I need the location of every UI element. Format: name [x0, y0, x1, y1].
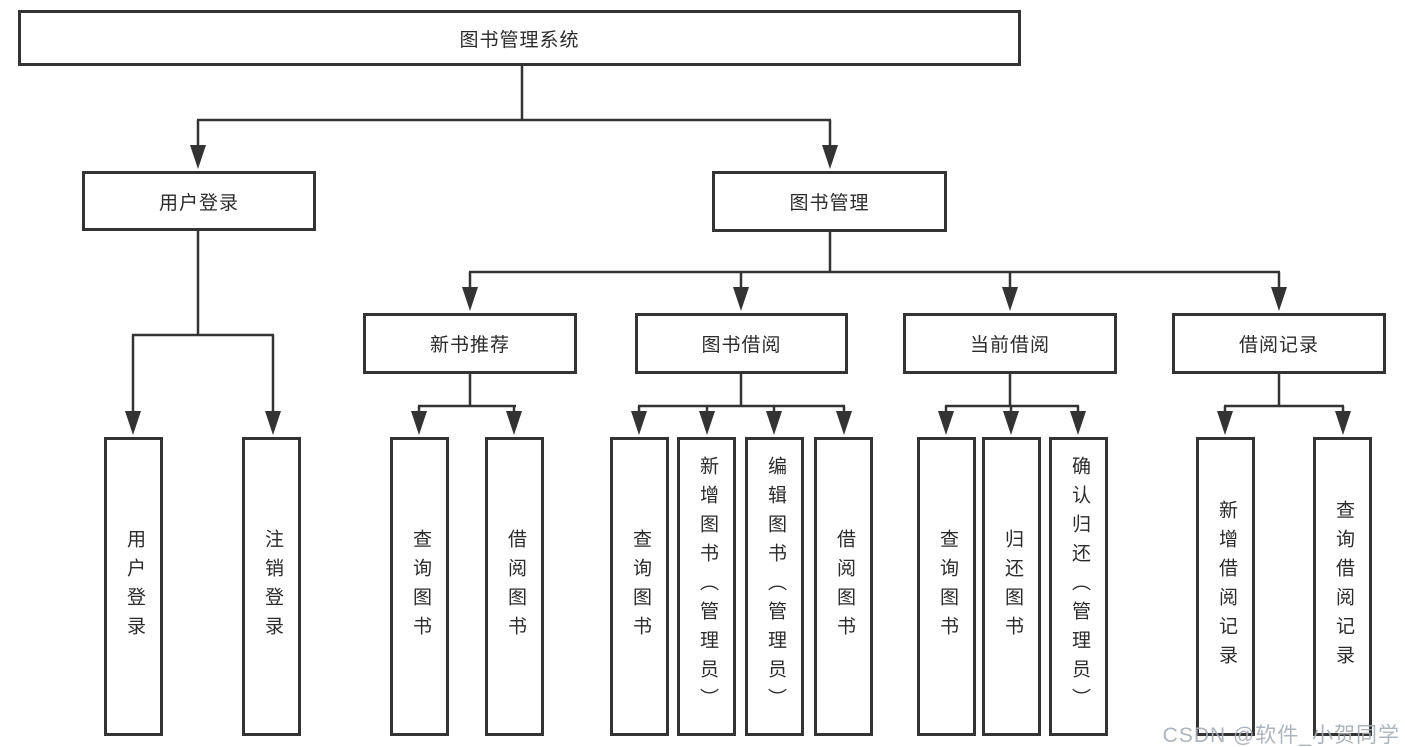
node-label: 图书借阅 — [701, 335, 782, 356]
arrow-down-icon — [1070, 411, 1086, 435]
leaf-confirm-return-admin: 确认归还（管理员） — [1049, 437, 1108, 736]
leaf-query-books: 查询图书 — [390, 437, 449, 736]
leaf-borrow-books: 借阅图书 — [814, 437, 873, 736]
leaf-query-borrow-record: 查询借阅记录 — [1313, 437, 1372, 736]
leaf-label: 查询图书 — [936, 528, 958, 645]
leaf-label: 查询借阅记录 — [1332, 499, 1354, 674]
leaf-label: 注销登录 — [261, 528, 283, 645]
leaf-label: 新增借阅记录 — [1215, 499, 1237, 674]
node-label: 图书管理系统 — [459, 29, 580, 51]
arrow-down-icon — [506, 411, 522, 435]
arrow-down-icon — [1003, 411, 1019, 435]
arrow-down-icon — [125, 411, 141, 435]
node-label: 图书管理 — [789, 193, 870, 214]
leaf-label: 查询图书 — [629, 528, 651, 645]
node-book-borrowing: 图书借阅 — [635, 313, 848, 374]
leaf-label: 编辑图书（管理员） — [764, 456, 786, 717]
arrow-down-icon — [822, 145, 838, 169]
node-user-login: 用户登录 — [82, 171, 316, 231]
arrow-down-icon — [1002, 287, 1018, 311]
node-book-management: 图书管理 — [712, 171, 947, 232]
leaf-logout: 注销登录 — [242, 437, 301, 736]
leaf-label: 查询图书 — [409, 528, 431, 645]
leaf-borrow-books: 借阅图书 — [485, 437, 544, 736]
node-label: 用户登录 — [158, 192, 239, 214]
arrow-down-icon — [1335, 411, 1351, 435]
leaf-label: 借阅图书 — [504, 528, 526, 645]
node-borrowing-records: 借阅记录 — [1172, 313, 1386, 374]
arrow-down-icon — [766, 411, 782, 435]
leaf-label: 确认归还（管理员） — [1068, 456, 1090, 717]
leaf-query-books: 查询图书 — [610, 437, 669, 736]
arrow-down-icon — [1217, 411, 1233, 435]
leaf-label: 归还图书 — [1001, 528, 1023, 645]
arrow-down-icon — [190, 145, 206, 169]
leaf-label: 用户登录 — [123, 528, 145, 645]
node-new-book-recommendation: 新书推荐 — [363, 313, 577, 374]
node-label: 借阅记录 — [1238, 335, 1319, 356]
leaf-return-book: 归还图书 — [982, 437, 1041, 736]
arrow-down-icon — [411, 411, 427, 435]
node-label: 当前借阅 — [969, 335, 1050, 356]
leaf-add-borrow-record: 新增借阅记录 — [1196, 437, 1255, 736]
leaf-label: 借阅图书 — [833, 528, 855, 645]
arrow-down-icon — [938, 411, 954, 435]
arrow-down-icon — [265, 411, 281, 435]
leaf-label: 新增图书（管理员） — [696, 456, 718, 717]
csdn-watermark: CSDN @软件_小贺同学 — [1162, 724, 1400, 747]
node-current-borrowing: 当前借阅 — [903, 313, 1117, 374]
leaf-add-book-admin: 新增图书（管理员） — [677, 437, 736, 736]
arrow-down-icon — [1271, 287, 1287, 311]
leaf-user-login: 用户登录 — [104, 437, 163, 736]
node-label: 新书推荐 — [429, 335, 510, 356]
arrow-down-icon — [733, 287, 749, 311]
arrow-down-icon — [836, 411, 852, 435]
arrow-down-icon — [462, 287, 478, 311]
leaf-edit-book-admin: 编辑图书（管理员） — [745, 437, 804, 736]
arrow-down-icon — [699, 411, 715, 435]
leaf-query-books: 查询图书 — [917, 437, 976, 736]
arrow-down-icon — [631, 411, 647, 435]
node-library-management-system: 图书管理系统 — [18, 10, 1021, 66]
